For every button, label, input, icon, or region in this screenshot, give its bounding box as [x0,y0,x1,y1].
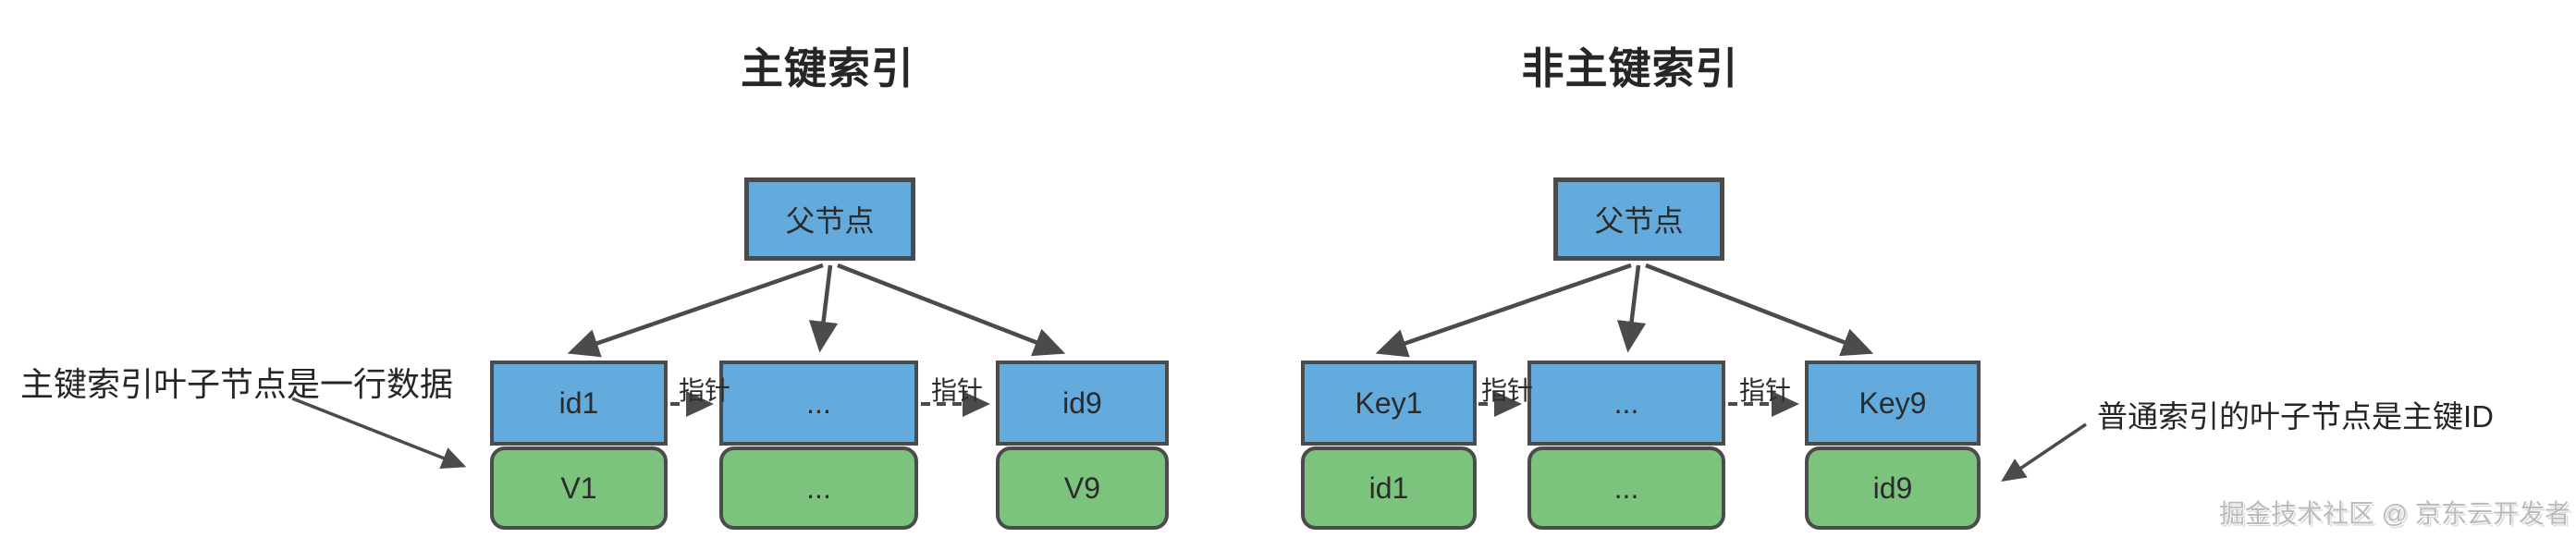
left-leaf-key-3: id9 [996,361,1169,446]
left-diagram-title: 主键索引 [741,44,914,92]
right-tree-arrow-2 [1616,264,1647,353]
left-leaf-value-3: V9 [996,446,1169,530]
right-pointer-label-2: 指针 [1738,376,1792,405]
right-leaf-key-1: Key1 [1301,361,1477,446]
right-leaf-key-2: ... [1527,361,1725,446]
right-leaf-value-2: ... [1527,446,1725,530]
left-tree-arrow-3 [837,263,1066,357]
right-leaf-key-3: Key9 [1805,361,1981,446]
right-annotation: 普通索引的叶子节点是主键ID [2097,399,2494,434]
left-leaf-value-1: V1 [490,446,668,530]
left-tree-arrow-1 [567,263,824,358]
left-pointer-label-2: 指针 [930,376,984,405]
right-parent-node: 父节点 [1553,177,1724,261]
right-pointer-label-1: 指针 [1480,376,1534,405]
watermark: 掘金技术社区 @ 京东云开发者 [2219,499,2570,528]
left-leaf-key-2: ... [719,361,918,446]
right-diagram-title: 非主键索引 [1521,44,1739,92]
left-leaf-key-1: id1 [490,361,668,446]
left-pointer-label-1: 指针 [678,376,731,405]
right-tree-arrow-3 [1645,263,1874,357]
right-leaf-value-1: id1 [1301,446,1477,530]
left-leaf-value-2: ... [719,446,918,530]
right-annotation-arrow [2001,422,2087,482]
right-leaf-value-3: id9 [1805,446,1981,530]
left-annotation-arrow [291,397,467,470]
right-tree-arrow-1 [1375,263,1632,358]
left-parent-node: 父节点 [744,177,915,261]
left-tree-arrow-2 [808,264,839,353]
left-annotation: 主键索引叶子节点是一行数据 [20,365,454,403]
